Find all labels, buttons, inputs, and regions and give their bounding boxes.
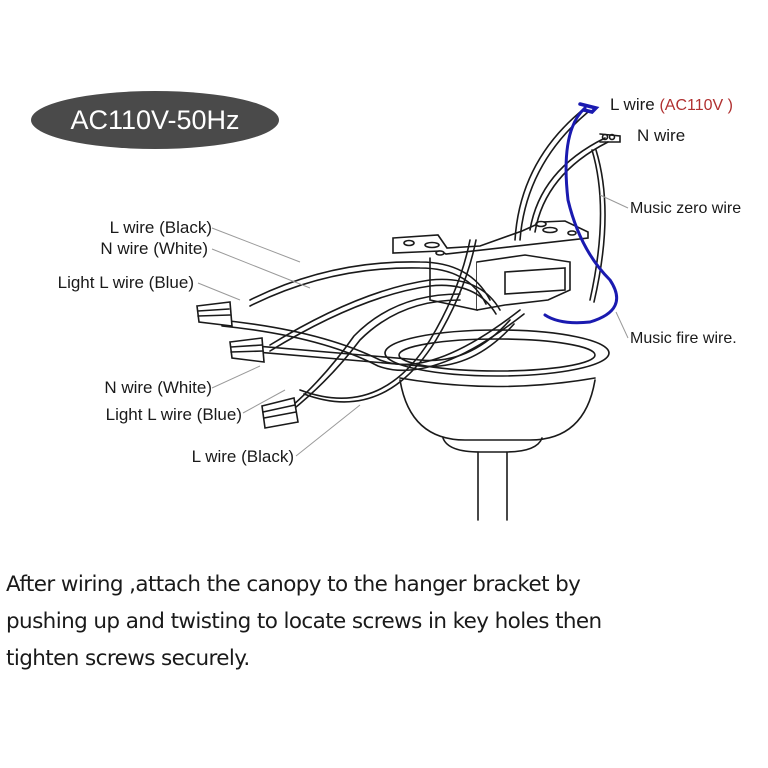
instructions-line-3: tighten screws securely. (6, 646, 250, 671)
supply-wire-l (514, 107, 586, 241)
music-zero-wire (589, 149, 602, 301)
music-zero-wire-label: Music zero wire (630, 200, 742, 217)
motor-wire-3 (289, 299, 461, 413)
voltage-badge-text: AC110V-50Hz (70, 104, 240, 135)
wire-nut-top (196, 301, 233, 327)
installation-instructions: After wiring ,attach the canopy to the h… (6, 566, 766, 677)
motor-wire-2 (269, 278, 501, 346)
top-l-wire-voltage-note: (AC110V ) (659, 97, 733, 114)
supply-wire-n (529, 137, 606, 231)
music-fire-wire-blue (543, 102, 619, 325)
lower-n-wire-white-label: N wire (White) (104, 378, 212, 397)
wire-nut-middle (229, 337, 265, 363)
instructions-line-1: After wiring ,attach the canopy to the h… (6, 572, 581, 597)
voltage-badge: AC110V-50Hz (31, 91, 279, 149)
leader-lines (197, 194, 629, 457)
top-l-wire-text: L wire (610, 95, 655, 114)
canopy-bowl (384, 329, 610, 453)
hanger-bracket (392, 220, 589, 311)
left-light-l-wire-blue-label: Light L wire (Blue) (57, 273, 194, 292)
lower-light-l-wire-blue-label: Light L wire (Blue) (105, 405, 242, 424)
motor-wire-1 (249, 261, 491, 301)
left-n-wire-white-label: N wire (White) (100, 239, 208, 258)
top-n-wire-label: N wire (637, 126, 686, 145)
n-wire-terminal (599, 133, 621, 143)
instructions-line-2: pushing up and twisting to locate screws… (6, 609, 602, 634)
left-l-wire-black-label: L wire (Black) (109, 218, 212, 237)
top-l-wire-label: L wire (AC110V ) (610, 95, 733, 115)
lower-l-wire-black-label: L wire (Black) (191, 447, 294, 466)
music-fire-wire-label: Music fire wire. (630, 330, 737, 347)
wire-nut-bottom (261, 397, 299, 429)
